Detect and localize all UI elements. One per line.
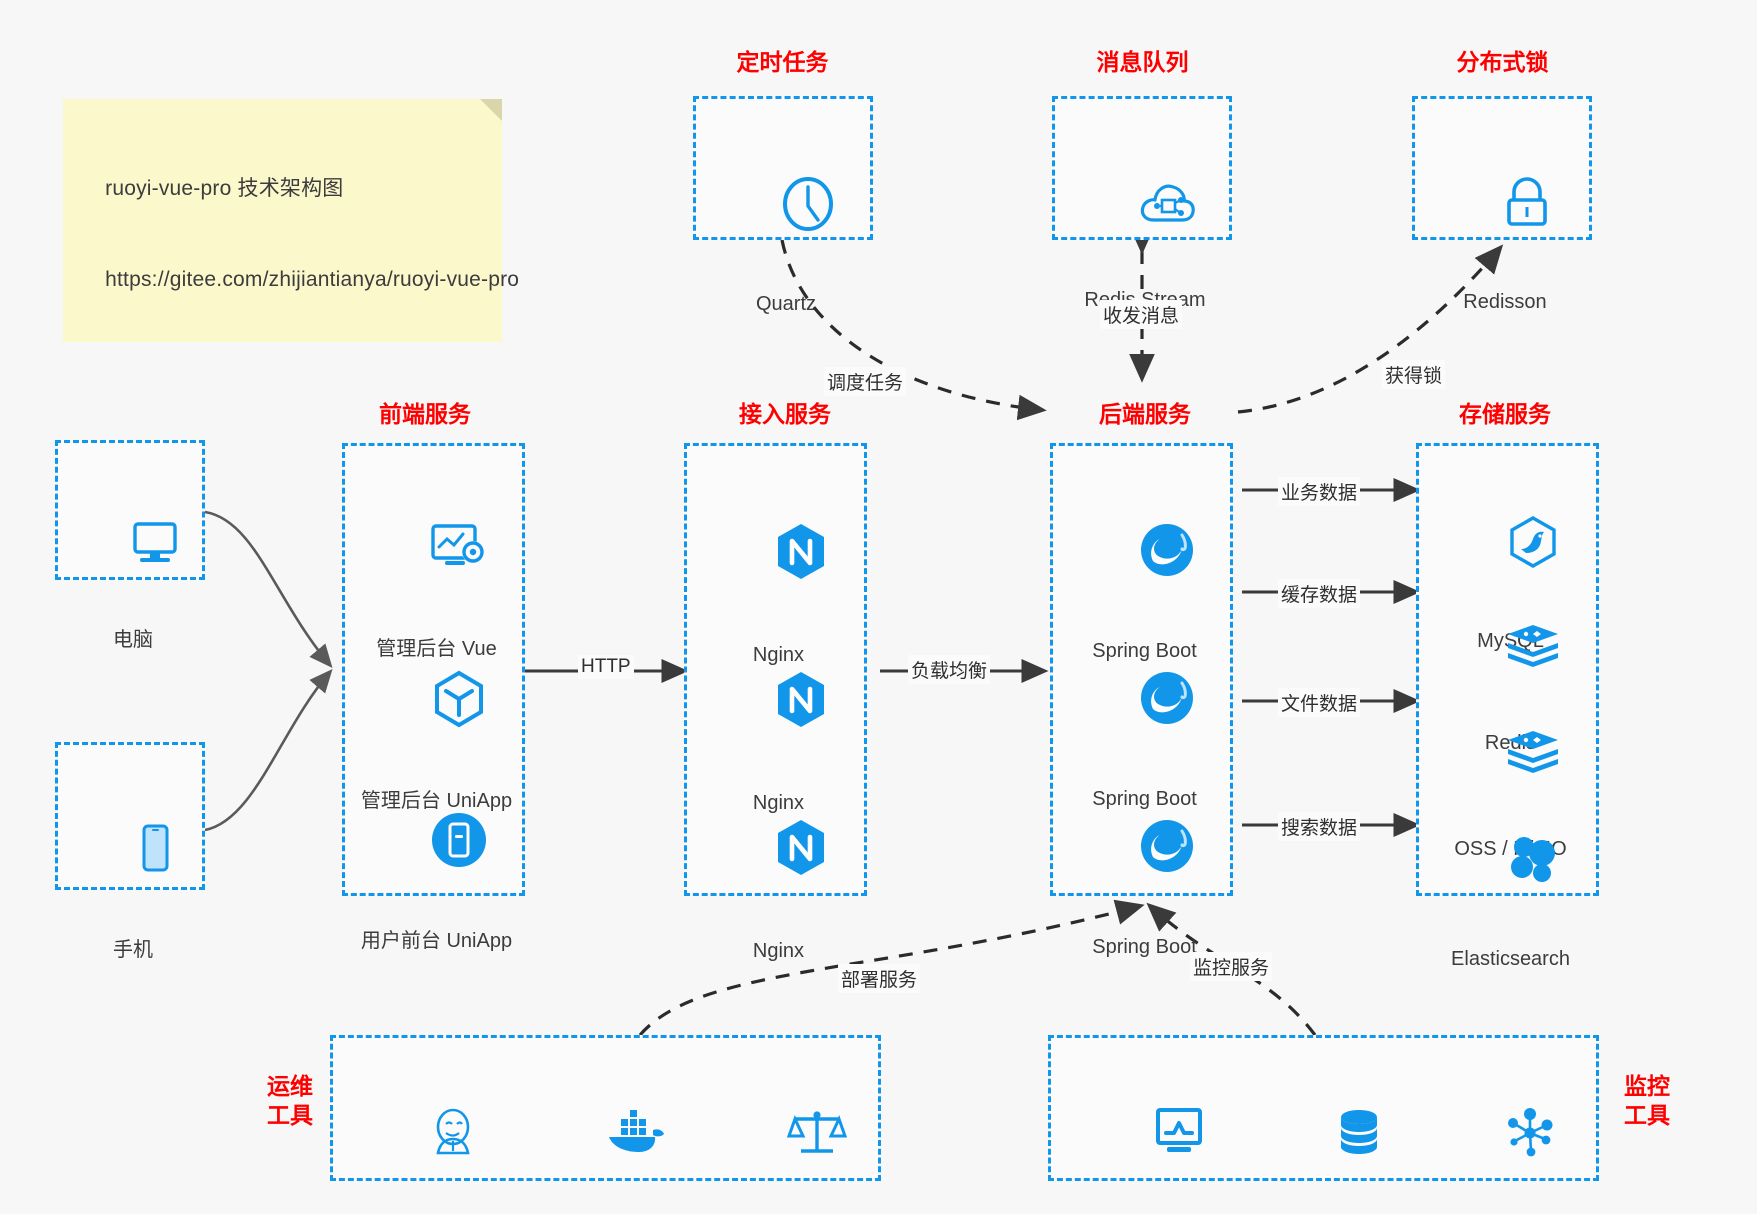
node-portainer[interactable]: Portainer 容器管理 <box>707 1052 883 1214</box>
node-label: 电脑 <box>113 628 153 651</box>
clock-icon <box>696 176 876 232</box>
node-elasticsearch[interactable]: Elasticsearch <box>1419 780 1602 1025</box>
node-druid-admin[interactable]: Druid Admin SQL 监控 <box>1249 1052 1425 1214</box>
node-spring-boot-3[interactable]: Spring Boot <box>1053 764 1236 1013</box>
phone-icon <box>58 822 208 878</box>
database-icon <box>1249 1105 1425 1161</box>
node-nginx-2[interactable]: Nginx <box>687 616 870 869</box>
node-nginx-1[interactable]: Nginx <box>687 468 870 721</box>
elasticsearch-icon <box>1419 833 1602 887</box>
group-box-frontend-service: 管理后台 Vue 管理后台 UniApp 用户前台 UniApp <box>342 443 528 952</box>
edge-label-send-receive-message: 收发消息 <box>1100 300 1183 329</box>
cube-icon <box>345 669 528 729</box>
node-label: Nginx <box>752 939 805 962</box>
node-docker[interactable]: Docker 容器 <box>525 1052 701 1214</box>
edge-label-cache-data: 缓存数据 <box>1278 579 1361 608</box>
node-label: 手机 <box>113 938 153 961</box>
edge-label-file-data: 文件数据 <box>1278 688 1361 717</box>
edge-label-schedule-task: 调度任务 <box>824 367 907 396</box>
group-box-scheduled-tasks: Quartz <box>693 96 873 315</box>
node-skywalking[interactable]: SkyWalking 链路追踪 & 日志 <box>1415 1052 1601 1214</box>
node-label: 管理后台 Vue <box>376 637 497 660</box>
node-jenkins[interactable]: Jenkins 自动化部署 <box>343 1052 519 1214</box>
node-quartz[interactable]: Quartz <box>696 123 876 370</box>
node-redis-stream[interactable]: Redis Stream <box>1055 123 1235 366</box>
group-label-backend-service: 后端服务 <box>1099 401 1191 427</box>
group-label-access-service: 接入服务 <box>739 401 831 427</box>
group-box-distributed-lock: Redisson <box>1412 96 1592 313</box>
title-note: ruoyi-vue-pro 技术架构图 https://gitee.com/zh… <box>63 99 519 343</box>
monitor-chart-icon <box>1059 1105 1255 1161</box>
redis-icon <box>1419 621 1602 671</box>
desktop-icon <box>58 518 208 568</box>
edge-label-search-data: 搜索数据 <box>1278 812 1361 841</box>
group-label-storage-service: 存储服务 <box>1459 401 1551 427</box>
skywalking-icon <box>1415 1105 1601 1161</box>
node-admin-uniapp[interactable]: 管理后台 UniApp <box>345 616 528 867</box>
edge-label-monitor-service: 监控服务 <box>1190 952 1273 981</box>
edge-label-deploy-service: 部署服务 <box>838 964 921 993</box>
group-box-storage-service: MySQL Redis <box>1416 443 1602 970</box>
nginx-icon <box>687 669 870 731</box>
group-box-backend-service: Spring Boot Spring Boot Spring Boot <box>1050 443 1236 958</box>
node-label: Nginx <box>752 643 805 666</box>
docker-icon <box>525 1105 701 1161</box>
group-label-devops-tools: 运维 工具 <box>267 1073 313 1128</box>
node-label: Elasticsearch <box>1451 947 1570 970</box>
spring-boot-icon <box>1053 521 1236 579</box>
node-nginx-3[interactable]: Nginx <box>687 764 870 1017</box>
node-admin-vue[interactable]: 管理后台 Vue <box>345 468 528 715</box>
group-label-distributed-lock: 分布式锁 <box>1456 49 1549 75</box>
cloud-stream-icon <box>1055 176 1235 228</box>
group-label-monitor-tools: 监控 工具 <box>1624 1073 1670 1128</box>
node-label: Spring Boot <box>1092 935 1197 958</box>
node-spring-boot-2[interactable]: Spring Boot <box>1053 616 1236 865</box>
node-label: Redisson <box>1463 290 1547 313</box>
edge-label-acquire-lock: 获得锁 <box>1382 360 1446 389</box>
note-line-2: https://gitee.com/zhijiantianya/ruoyi-vu… <box>105 268 520 292</box>
note-fold-corner <box>480 99 502 121</box>
group-label-frontend-service: 前端服务 <box>379 401 471 427</box>
dashboard-icon <box>345 521 528 577</box>
node-phone[interactable]: 手机 <box>58 769 208 1016</box>
group-box-access-service: Nginx Nginx Nginx <box>684 443 870 962</box>
node-label: Spring Boot <box>1092 787 1197 810</box>
node-redisson[interactable]: Redisson <box>1415 123 1595 368</box>
jenkins-icon <box>343 1105 519 1163</box>
node-desktop[interactable]: 电脑 <box>58 465 208 706</box>
group-box-client-phone: 手机 <box>55 742 205 961</box>
node-label: Quartz <box>755 292 817 315</box>
nginx-icon <box>687 521 870 583</box>
mysql-icon <box>1419 515 1602 569</box>
spring-boot-icon <box>1053 817 1236 875</box>
edge-label-business-data: 业务数据 <box>1278 477 1361 506</box>
node-spring-boot-1[interactable]: Spring Boot <box>1053 468 1236 717</box>
mobile-app-icon <box>345 811 528 869</box>
node-label: Nginx <box>752 791 805 814</box>
node-label: Spring Boot <box>1092 639 1197 662</box>
nginx-icon <box>687 817 870 879</box>
group-box-client-desktop: 电脑 <box>55 440 205 651</box>
spring-boot-icon <box>1053 669 1236 727</box>
group-label-scheduled-tasks: 定时任务 <box>736 49 829 75</box>
node-user-uniapp[interactable]: 用户前台 UniApp <box>345 758 528 1007</box>
note-line-1: ruoyi-vue-pro 技术架构图 <box>105 176 344 200</box>
group-label-message-queue: 消息队列 <box>1096 49 1189 75</box>
group-box-devops-tools: Jenkins 自动化部署 Docker 容器 <box>330 1035 881 1181</box>
group-box-message-queue: Redis Stream <box>1052 96 1232 311</box>
edge-label-http: HTTP <box>578 655 634 679</box>
node-label: 管理后台 UniApp <box>360 789 513 812</box>
oss-icon <box>1419 727 1602 777</box>
portainer-icon <box>707 1105 883 1161</box>
lock-icon <box>1415 176 1595 230</box>
node-label: 用户前台 UniApp <box>360 929 513 952</box>
edge-label-load-balance: 负载均衡 <box>908 655 991 684</box>
